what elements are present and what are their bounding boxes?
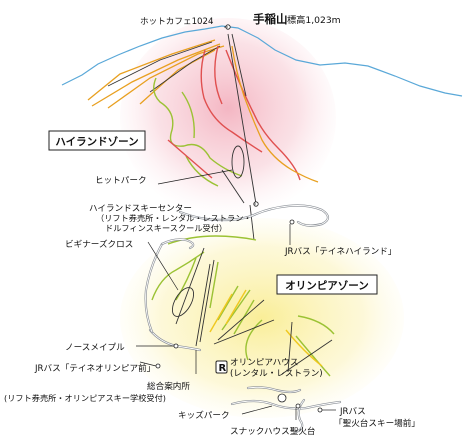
seikadai-bus-stop-marker (317, 407, 323, 413)
orange-run-right (231, 45, 319, 183)
jr-olympia-label: JRバス「テイネオリンピア前」 (34, 362, 155, 374)
snack-house-label: スナックハウス聖火台 (230, 425, 316, 437)
jr-seikadai-sub: 「聖火台スキー場前」 (334, 417, 420, 429)
olympia-house-label: オリンピアハウス (230, 357, 298, 368)
olympia-zone-glow (120, 218, 404, 418)
highland-zone-box (48, 130, 146, 151)
highland-bus-stop-marker (289, 219, 295, 225)
kids-park-marker (277, 393, 287, 403)
highland-lifts (221, 33, 257, 241)
beginners-cross-label: ビギナーズクロス (65, 238, 133, 250)
info-center-label: 総合案内所 (147, 380, 190, 392)
highland-center-sub1: （リフト券売所・レンタル・レストラン・ (96, 213, 252, 223)
hit-park-area (231, 145, 245, 179)
olympia-house-mark: R (219, 363, 227, 374)
hot-cafe-label: ホットカフェ1024 (140, 16, 213, 27)
info-center-sub: (リフト券売所・オリンピアスキー学校受付) (4, 393, 166, 403)
highland-zone-glow (120, 18, 336, 218)
olympia-lifts (175, 247, 333, 375)
highland-center-sub2: ドルフィンスキースクール受付） (105, 223, 227, 233)
olympia-zone-label: オリンピアゾーン (285, 279, 368, 292)
beginners-cross-area (171, 287, 195, 317)
mountain-ridge (61, 25, 463, 97)
snack-house-marker (295, 403, 301, 409)
olympia-yellow-runs (209, 289, 323, 367)
olympia-green-runs (151, 235, 335, 377)
highland-zone-label: ハイランドゾーン (55, 135, 138, 148)
olympia-zone-box (276, 274, 378, 295)
hit-park-label: ヒットパーク (95, 175, 147, 186)
summit-name: 手稲山 (253, 12, 288, 26)
leader-lines (136, 26, 336, 420)
highland-center-label: ハイランドスキーセンター (89, 203, 192, 214)
highland-runs-dark (107, 41, 221, 93)
summit-elevation: 標高1,023m (287, 14, 341, 26)
kids-park-label: キッズパーク (178, 409, 230, 421)
olympia-house-mark-box (215, 360, 228, 374)
olympia-house-sub: (レンタル・レストラン) (230, 368, 323, 379)
jr-highland-label: JRバス「テイネハイランド」 (284, 246, 396, 257)
north-maple-label: ノースメイプル (65, 342, 125, 353)
north-maple-marker (173, 343, 179, 349)
jr-seikadai-label: JRバス (339, 406, 366, 417)
olympia-bus-stop-marker (155, 363, 161, 369)
